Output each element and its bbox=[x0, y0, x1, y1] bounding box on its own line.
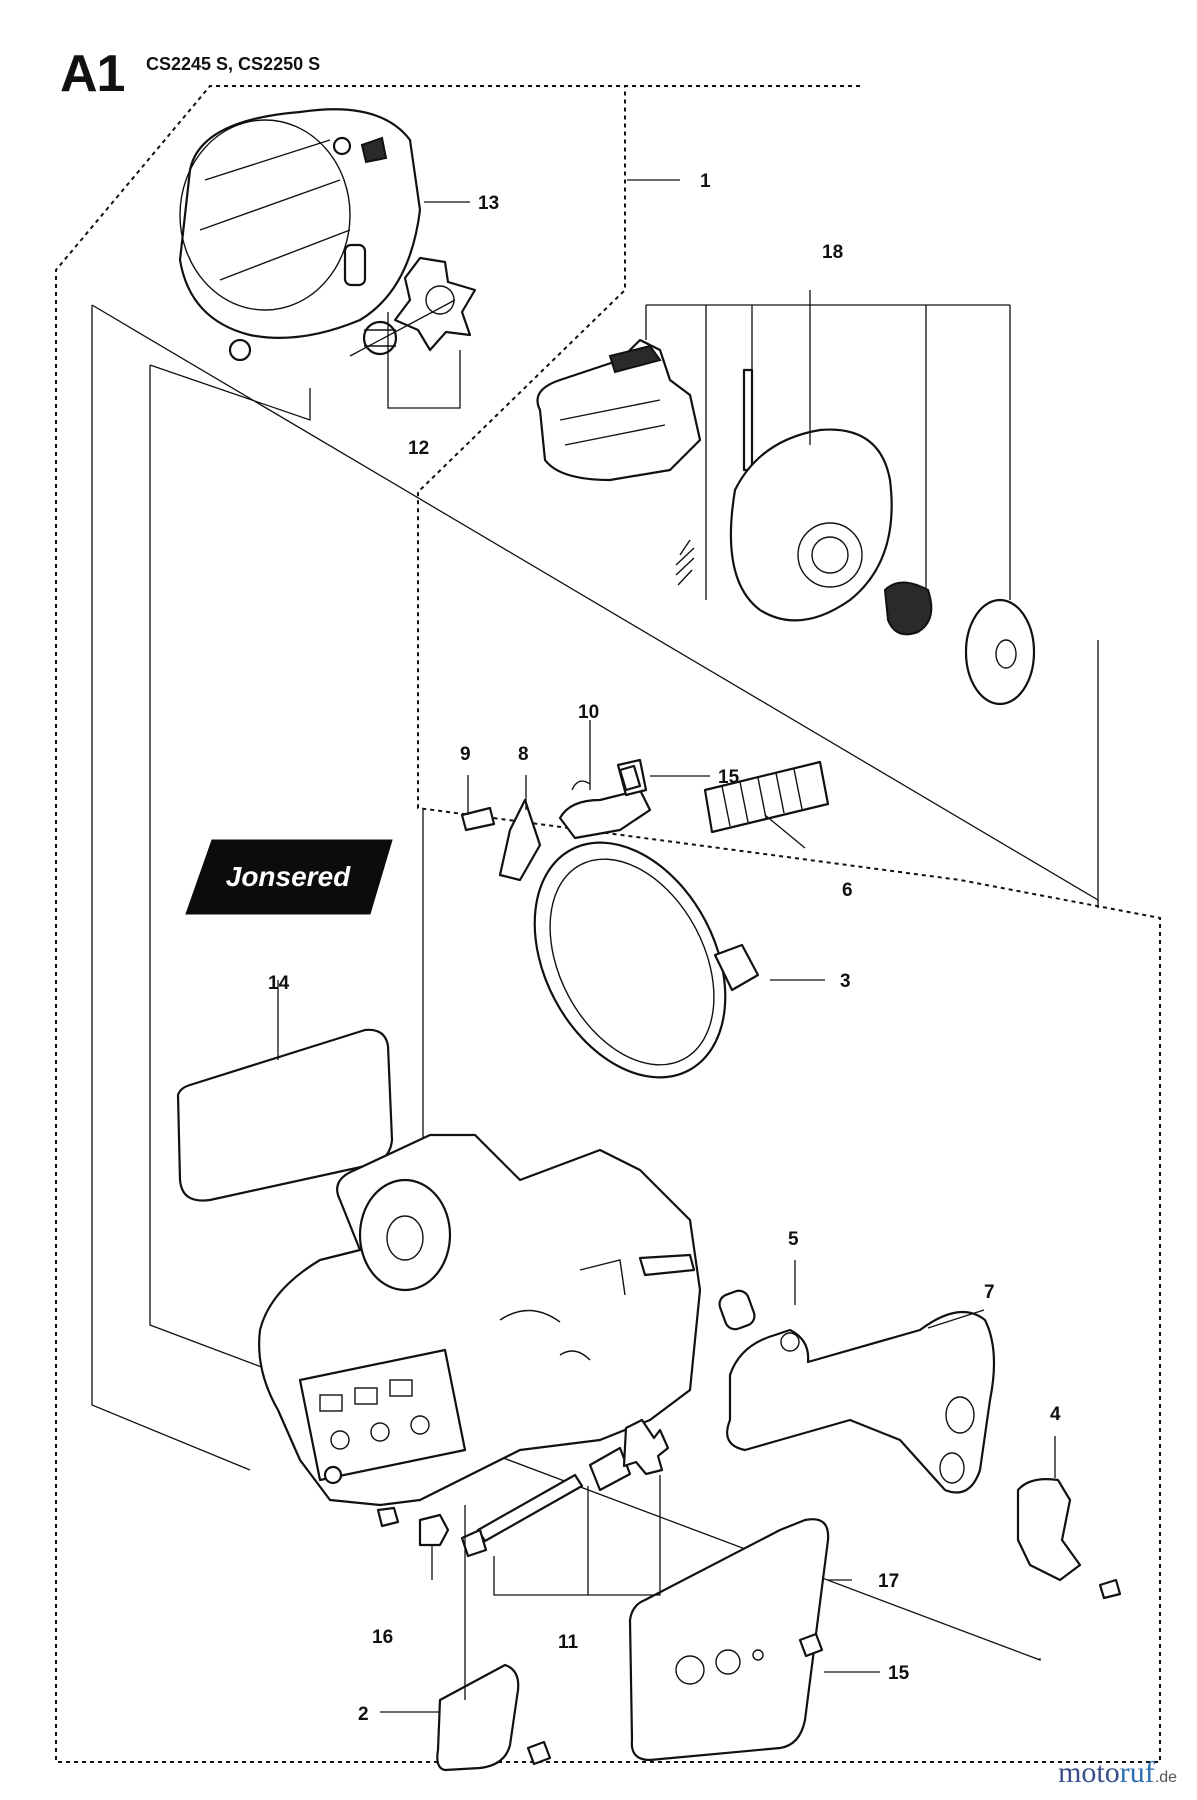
jonsered-decal: Jonsered bbox=[185, 839, 393, 915]
callout-15-upper: 15 bbox=[718, 767, 740, 788]
callout-14: 14 bbox=[268, 973, 290, 994]
callout-4: 4 bbox=[1050, 1404, 1061, 1425]
part-13-clutch-cover bbox=[178, 108, 422, 362]
part-12-adjuster bbox=[349, 256, 477, 357]
callout-15-lower: 15 bbox=[888, 1663, 910, 1684]
brand-label: Jonsered bbox=[226, 861, 351, 892]
part-6-spring bbox=[703, 760, 830, 834]
part-11-tensioner bbox=[460, 1418, 670, 1558]
callout-5: 5 bbox=[788, 1229, 799, 1250]
part-4-bumper bbox=[1016, 1478, 1082, 1582]
callout-3: 3 bbox=[840, 971, 851, 992]
part-7-guide-plate bbox=[726, 1310, 996, 1494]
watermark: motoruf.de bbox=[1058, 1756, 1177, 1790]
part-5-spacer bbox=[638, 1253, 756, 1331]
callout-1: 1 bbox=[700, 171, 711, 192]
assembly-boundary bbox=[55, 85, 1161, 1763]
callout-13: 13 bbox=[478, 193, 499, 214]
part-3-brake-band bbox=[533, 841, 760, 1079]
main-clutch-cover bbox=[258, 1133, 702, 1507]
part-2-catcher bbox=[436, 1663, 520, 1772]
callout-8: 8 bbox=[518, 744, 529, 765]
watermark-ruf: ruf bbox=[1119, 1756, 1155, 1789]
part-17-side-plate bbox=[628, 1518, 830, 1762]
callout-18: 18 bbox=[822, 242, 843, 263]
part-16-block bbox=[418, 1513, 450, 1547]
section-title: A1 bbox=[60, 45, 125, 103]
part-18-brake-assembly bbox=[536, 338, 1036, 706]
callout-2: 2 bbox=[358, 1704, 369, 1725]
callout-10: 10 bbox=[578, 702, 599, 723]
model-list: CS2245 S, CS2250 S bbox=[146, 54, 321, 74]
latch-spring-group bbox=[460, 758, 830, 882]
screws bbox=[376, 764, 1122, 1766]
callout-labels: 1 13 18 12 10 9 8 15 6 3 14 5 7 4 17 16 … bbox=[268, 171, 1061, 1725]
leader-lines bbox=[277, 179, 1056, 1713]
callout-7: 7 bbox=[984, 1282, 995, 1303]
callout-9: 9 bbox=[460, 744, 471, 765]
callout-6: 6 bbox=[842, 880, 853, 901]
callout-11: 11 bbox=[558, 1632, 579, 1653]
callout-12: 12 bbox=[408, 438, 429, 459]
callout-16: 16 bbox=[372, 1627, 393, 1648]
callout-17: 17 bbox=[878, 1571, 899, 1592]
watermark-domain: .de bbox=[1154, 1769, 1177, 1786]
watermark-moto: moto bbox=[1058, 1756, 1120, 1789]
part-14-label bbox=[176, 1028, 394, 1202]
